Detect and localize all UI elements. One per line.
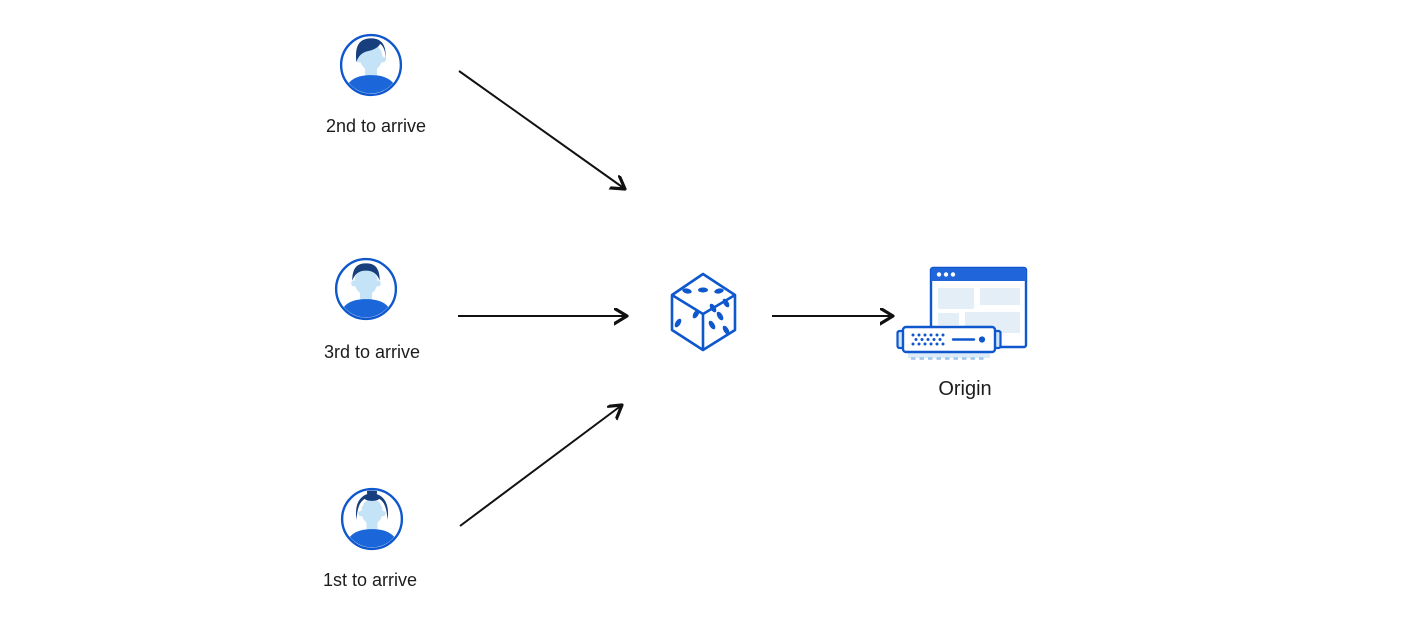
person-avatar-icon <box>339 33 403 97</box>
user-label: 1st to arrive <box>322 570 418 590</box>
origin-icon <box>896 266 1028 360</box>
server-icon <box>896 325 1002 360</box>
person-avatar-icon <box>334 257 398 321</box>
dice-icon <box>670 272 737 352</box>
arrow-user-top-to-dice <box>458 70 625 189</box>
origin-label: Origin <box>938 378 992 400</box>
arrow-user-bottom-to-dice <box>459 405 622 527</box>
person-avatar-icon <box>340 487 404 551</box>
user-label: 3rd to arrive <box>323 342 421 362</box>
user-label: 2nd to arrive <box>325 116 427 136</box>
